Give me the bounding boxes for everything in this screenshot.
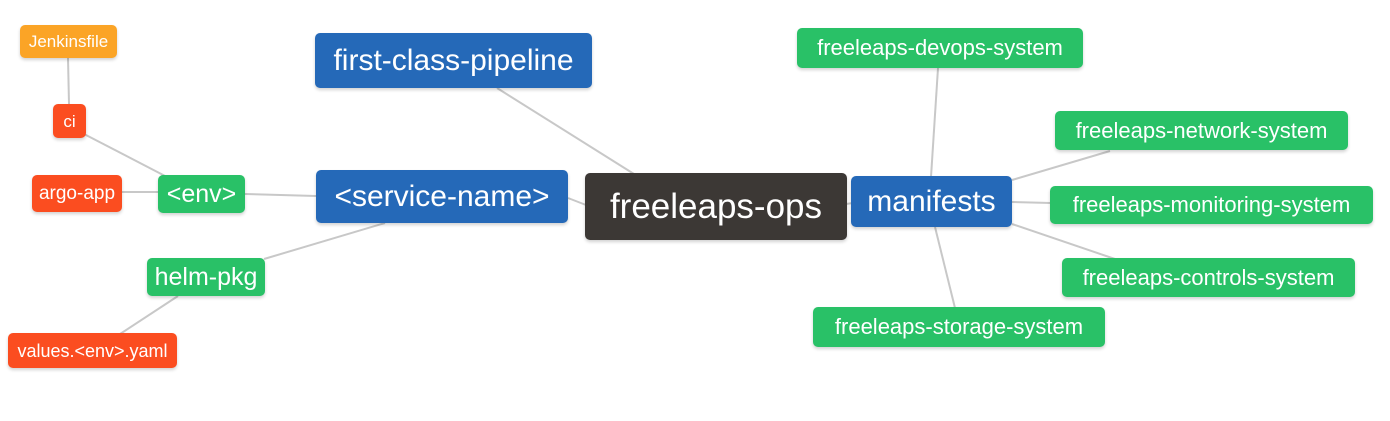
node-freeleaps-monitoring-system[interactable]: freeleaps-monitoring-system (1050, 186, 1373, 224)
edge-manifests-storage-system (934, 226, 956, 309)
node-freeleaps-ops-root[interactable]: freeleaps-ops (585, 173, 847, 240)
edge-service-name-freeleaps-ops (567, 197, 587, 206)
edge-manifests-monitoring-system (1011, 201, 1052, 204)
edge-helm-pkg-service-name (263, 222, 386, 260)
node-service-name[interactable]: <service-name> (316, 170, 568, 223)
node-freeleaps-devops-system[interactable]: freeleaps-devops-system (797, 28, 1083, 68)
node-first-class-pipeline[interactable]: first-class-pipeline (315, 33, 592, 88)
edge-jenkinsfile-ci (67, 57, 70, 105)
node-jenkinsfile[interactable]: Jenkinsfile (20, 25, 117, 58)
edge-ci-env (83, 133, 168, 178)
node-freeleaps-controls-system[interactable]: freeleaps-controls-system (1062, 258, 1355, 297)
node-env[interactable]: <env> (158, 175, 245, 213)
node-helm-pkg[interactable]: helm-pkg (147, 258, 265, 296)
node-freeleaps-storage-system[interactable]: freeleaps-storage-system (813, 307, 1105, 347)
node-argo-app[interactable]: argo-app (32, 175, 122, 212)
edge-manifests-controls-system (1011, 223, 1116, 260)
node-manifests[interactable]: manifests (851, 176, 1012, 227)
edge-helm-pkg-values-env-yaml (119, 295, 179, 335)
node-ci[interactable]: ci (53, 104, 86, 138)
node-freeleaps-network-system[interactable]: freeleaps-network-system (1055, 111, 1348, 150)
node-values-env-yaml[interactable]: values.<env>.yaml (8, 333, 177, 368)
edge-first-class-pipeline-freeleaps-ops (496, 87, 635, 175)
edge-manifests-devops-system (930, 67, 939, 178)
edge-manifests-network-system (1011, 150, 1111, 181)
edge-env-service-name (244, 193, 317, 197)
